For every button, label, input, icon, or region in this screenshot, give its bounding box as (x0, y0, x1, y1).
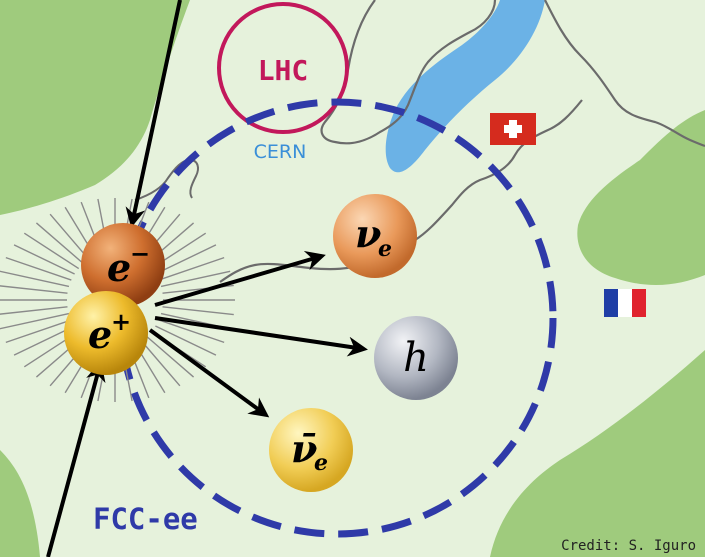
burst-ray (158, 319, 225, 344)
burst-ray (162, 306, 234, 316)
neutrino-symbol: ν (355, 211, 381, 256)
antineutrino-subscript: e (314, 450, 328, 476)
credit-text: Credit: S. Iguro (561, 538, 696, 554)
arrow-to-antineutrino (148, 328, 270, 418)
green-region-bottom-left (0, 450, 40, 557)
positron-symbol: e (88, 312, 112, 357)
arrow-to-higgs (154, 316, 368, 357)
burst-ray (155, 325, 217, 356)
electron-charge: − (130, 239, 150, 268)
green-region-bottom-right (490, 350, 705, 557)
french-flag-icon (604, 289, 646, 317)
neutrino-subscript: e (378, 236, 392, 262)
neutrino-particle: ν e (333, 194, 417, 278)
lhc-ring (217, 2, 349, 134)
swiss-flag-icon (490, 113, 536, 145)
electron-particle: e − (81, 223, 165, 307)
burst-ray (0, 285, 68, 294)
burst-ray (140, 339, 181, 387)
positron-charge: + (111, 307, 131, 336)
burst-ray (155, 244, 217, 275)
green-region-top-left (0, 0, 190, 215)
burst-ray (160, 270, 231, 288)
positron-particle: e + (64, 291, 148, 375)
electron-symbol: e (107, 245, 131, 290)
incoming-positron-arrow (46, 361, 106, 557)
burst-ray (145, 335, 195, 378)
burst-ray (158, 256, 225, 281)
cern-label: CERN (254, 141, 307, 163)
burst-ray (0, 270, 70, 288)
lhc-label: LHC (258, 54, 309, 87)
burst-ray (49, 213, 90, 261)
border-line-east (544, 0, 705, 148)
burst-ray (5, 319, 72, 344)
higgs-particle: h (374, 316, 458, 400)
higgs-symbol: h (403, 335, 429, 381)
burst-ray (0, 306, 68, 315)
incoming-electron-arrow (125, 0, 182, 228)
burst-ray (13, 244, 75, 275)
lake-geneva (385, 0, 545, 173)
antineutrino-symbol: ν̄ (291, 426, 317, 471)
burst-ray (0, 312, 70, 330)
arrow-to-neutrino (154, 250, 326, 307)
burst-ray (23, 232, 80, 270)
burst-ray (35, 222, 85, 265)
fcc-ee-label: FCC-ee (93, 502, 198, 536)
green-region-right (577, 110, 705, 286)
antineutrino-particle: ν̄ e (269, 408, 353, 492)
burst-ray (5, 256, 72, 281)
